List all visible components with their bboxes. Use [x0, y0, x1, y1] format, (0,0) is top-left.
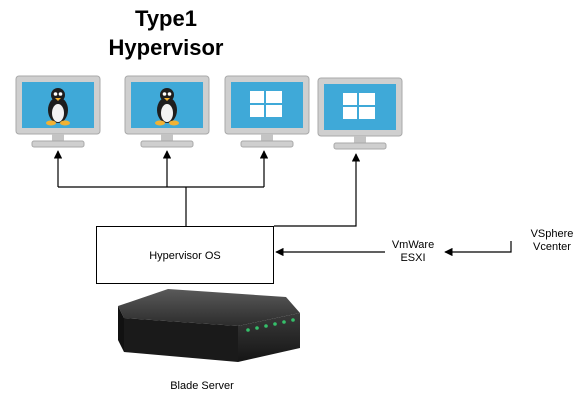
vsphere-label-line-1: VSphere	[530, 228, 574, 240]
title-line-2: Hypervisor	[108, 35, 224, 60]
diagram-title: Type1 Hypervisor	[86, 4, 246, 62]
monitor-linux-2	[124, 75, 210, 148]
hypervisor-os-label: Hypervisor OS	[149, 250, 221, 262]
connector-lines	[53, 150, 512, 257]
status-leds	[246, 318, 295, 332]
linux-penguin-icon	[155, 88, 179, 126]
windows-logo-icon	[343, 93, 375, 119]
linux-penguin-icon	[46, 88, 70, 126]
vsphere-label-line-2: Vcenter	[533, 241, 571, 253]
monitor-windows-1	[224, 75, 310, 148]
vmware-label-line-1: VmWare	[391, 239, 435, 251]
monitor-linux-1	[15, 75, 101, 148]
blade-server-icon	[118, 289, 300, 362]
blade-server-label: Blade Server	[170, 380, 234, 392]
vsphere-vcenter-label: VSphere Vcenter	[521, 228, 583, 254]
arrow-vcenter-to-esxi	[444, 241, 512, 257]
monitor-windows-2	[317, 77, 403, 150]
vmware-label-line-2: ESXI	[400, 252, 426, 264]
arrow-to-monitor-4	[274, 153, 361, 227]
hypervisor-os-box: Hypervisor OS	[96, 226, 274, 284]
title-line-1: Type1	[135, 6, 197, 31]
vmware-esxi-label: VmWare ESXI	[383, 239, 443, 265]
windows-logo-icon	[250, 91, 282, 117]
